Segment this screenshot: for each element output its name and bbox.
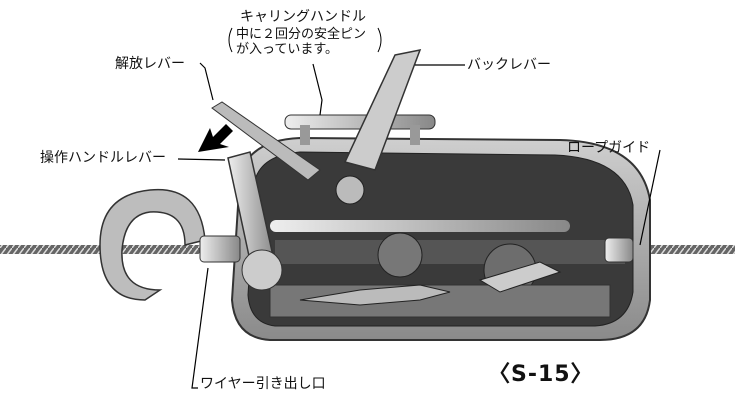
rope-guide-label: ロープガイド xyxy=(567,140,651,156)
wire-outlet-label: ワイヤー引き出し口 xyxy=(200,376,326,392)
hook xyxy=(99,188,206,301)
operating-handle-lever-label: 操作ハンドルレバー xyxy=(40,150,166,166)
rope-guide xyxy=(604,237,634,263)
model-label: 〈S-15〉 xyxy=(488,362,594,387)
arrow-icon xyxy=(198,124,233,152)
back-lever xyxy=(343,48,422,171)
carrying-handle-label: キャリングハンドル xyxy=(240,9,366,25)
carrying-handle-note-line1: 中に２回分の安全ピン xyxy=(236,27,367,42)
release-lever-label: 解放レバー xyxy=(115,56,185,72)
leader-lines xyxy=(177,62,661,389)
release-lever xyxy=(211,101,321,181)
carrying-handle-note-line2: が入っています。 xyxy=(236,42,339,57)
back-lever-label: バックレバー xyxy=(467,57,551,73)
